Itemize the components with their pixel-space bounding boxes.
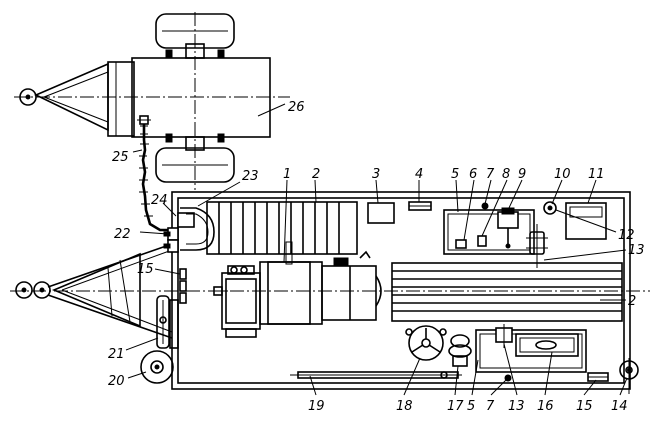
- label-18: 18: [396, 399, 413, 414]
- label-7-top: 7: [486, 167, 495, 182]
- label-16: 16: [537, 399, 554, 414]
- cable-25: [132, 124, 170, 232]
- label-19: 19: [308, 399, 325, 414]
- label-2-top: 2: [312, 167, 320, 182]
- label-15-right: 15: [576, 399, 593, 414]
- label-4: 4: [415, 167, 423, 182]
- main-trailer: [10, 191, 650, 394]
- label-5-bottom: 5: [467, 399, 475, 414]
- leader-lines: [125, 179, 628, 396]
- label-1: 1: [283, 167, 291, 182]
- label-26: 26: [288, 100, 305, 115]
- label-22: 22: [114, 227, 131, 242]
- label-6: 6: [469, 167, 477, 182]
- label-25: 25: [112, 150, 129, 165]
- label-8: 8: [502, 167, 510, 182]
- label-3: 3: [372, 167, 380, 182]
- label-7-bottom: 7: [486, 399, 495, 414]
- label-10: 10: [554, 167, 571, 182]
- label-24: 24: [151, 193, 168, 208]
- label-11: 11: [588, 167, 605, 182]
- label-15-left: 15: [137, 262, 154, 277]
- label-13-top: 13: [628, 243, 645, 258]
- label-14: 14: [611, 399, 628, 414]
- label-21: 21: [108, 347, 125, 362]
- part-labels: 26 25 23 1 2 3 4 5 6 7 8 9 10 11 24 12 2…: [108, 100, 645, 414]
- label-5-top: 5: [451, 167, 459, 182]
- label-17: 17: [447, 399, 464, 414]
- label-12: 12: [618, 228, 635, 243]
- label-9: 9: [518, 167, 526, 182]
- label-13-bottom: 13: [508, 399, 525, 414]
- label-20: 20: [108, 374, 125, 389]
- label-23: 23: [242, 169, 259, 184]
- auxiliary-trailer: [14, 12, 290, 190]
- label-2-right: 2: [628, 294, 636, 309]
